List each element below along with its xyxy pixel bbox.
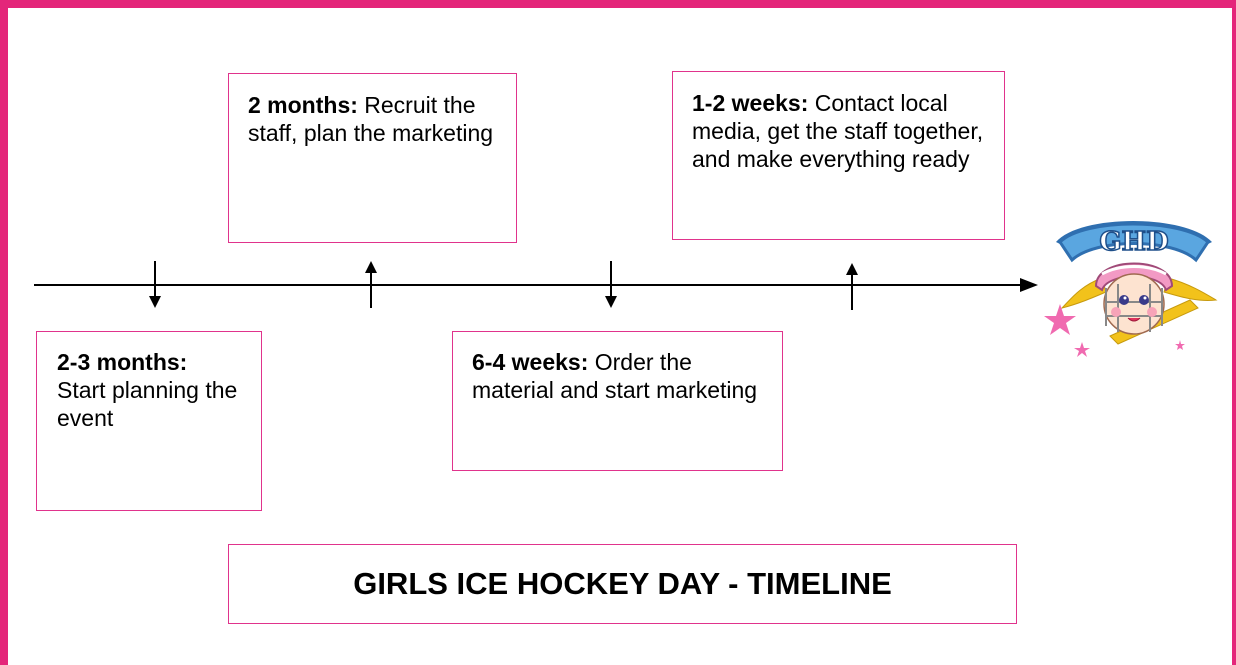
logo-text: GHD (1099, 227, 1168, 257)
left-border (0, 0, 8, 665)
milestone-box-2-3-months: 2-3 months: Start planning the event (36, 331, 262, 511)
milestone-heading: 6-4 weeks: (472, 349, 589, 375)
milestone-heading: 2-3 months: (57, 349, 188, 375)
milestone-text: Order the material and start marketing (472, 349, 758, 403)
milestone-box-2-months: 2 months: Recruit the staff, plan the ma… (228, 73, 517, 243)
ghd-logo: GHD (1044, 221, 1218, 357)
timeline-title-box: GIRLS ICE HOCKEY DAY - TIMELINE (228, 544, 1017, 624)
milestone-box-6-4-weeks: 6-4 weeks: Order the material and start … (452, 331, 783, 471)
tick-2-months (365, 261, 377, 308)
tick-2-3-months (149, 261, 161, 308)
top-border (0, 0, 1236, 8)
right-border (1232, 0, 1236, 665)
timeline-arrowhead (1020, 278, 1038, 292)
milestone-box-1-2-weeks: 1-2 weeks: Contact local media, get the … (672, 71, 1005, 240)
milestone-heading: 1-2 weeks: (692, 90, 809, 116)
tick-1-2-weeks (846, 263, 858, 310)
milestone-text: Contact local media, get the staff toget… (692, 90, 984, 172)
milestone-heading: 2 months: (248, 92, 358, 118)
milestone-text: Recruit the staff, plan the marketing (248, 92, 494, 146)
tick-6-4-weeks (605, 261, 617, 308)
page-title: GIRLS ICE HOCKEY DAY - TIMELINE (353, 566, 892, 601)
milestone-text: Start planning the event (57, 377, 238, 431)
